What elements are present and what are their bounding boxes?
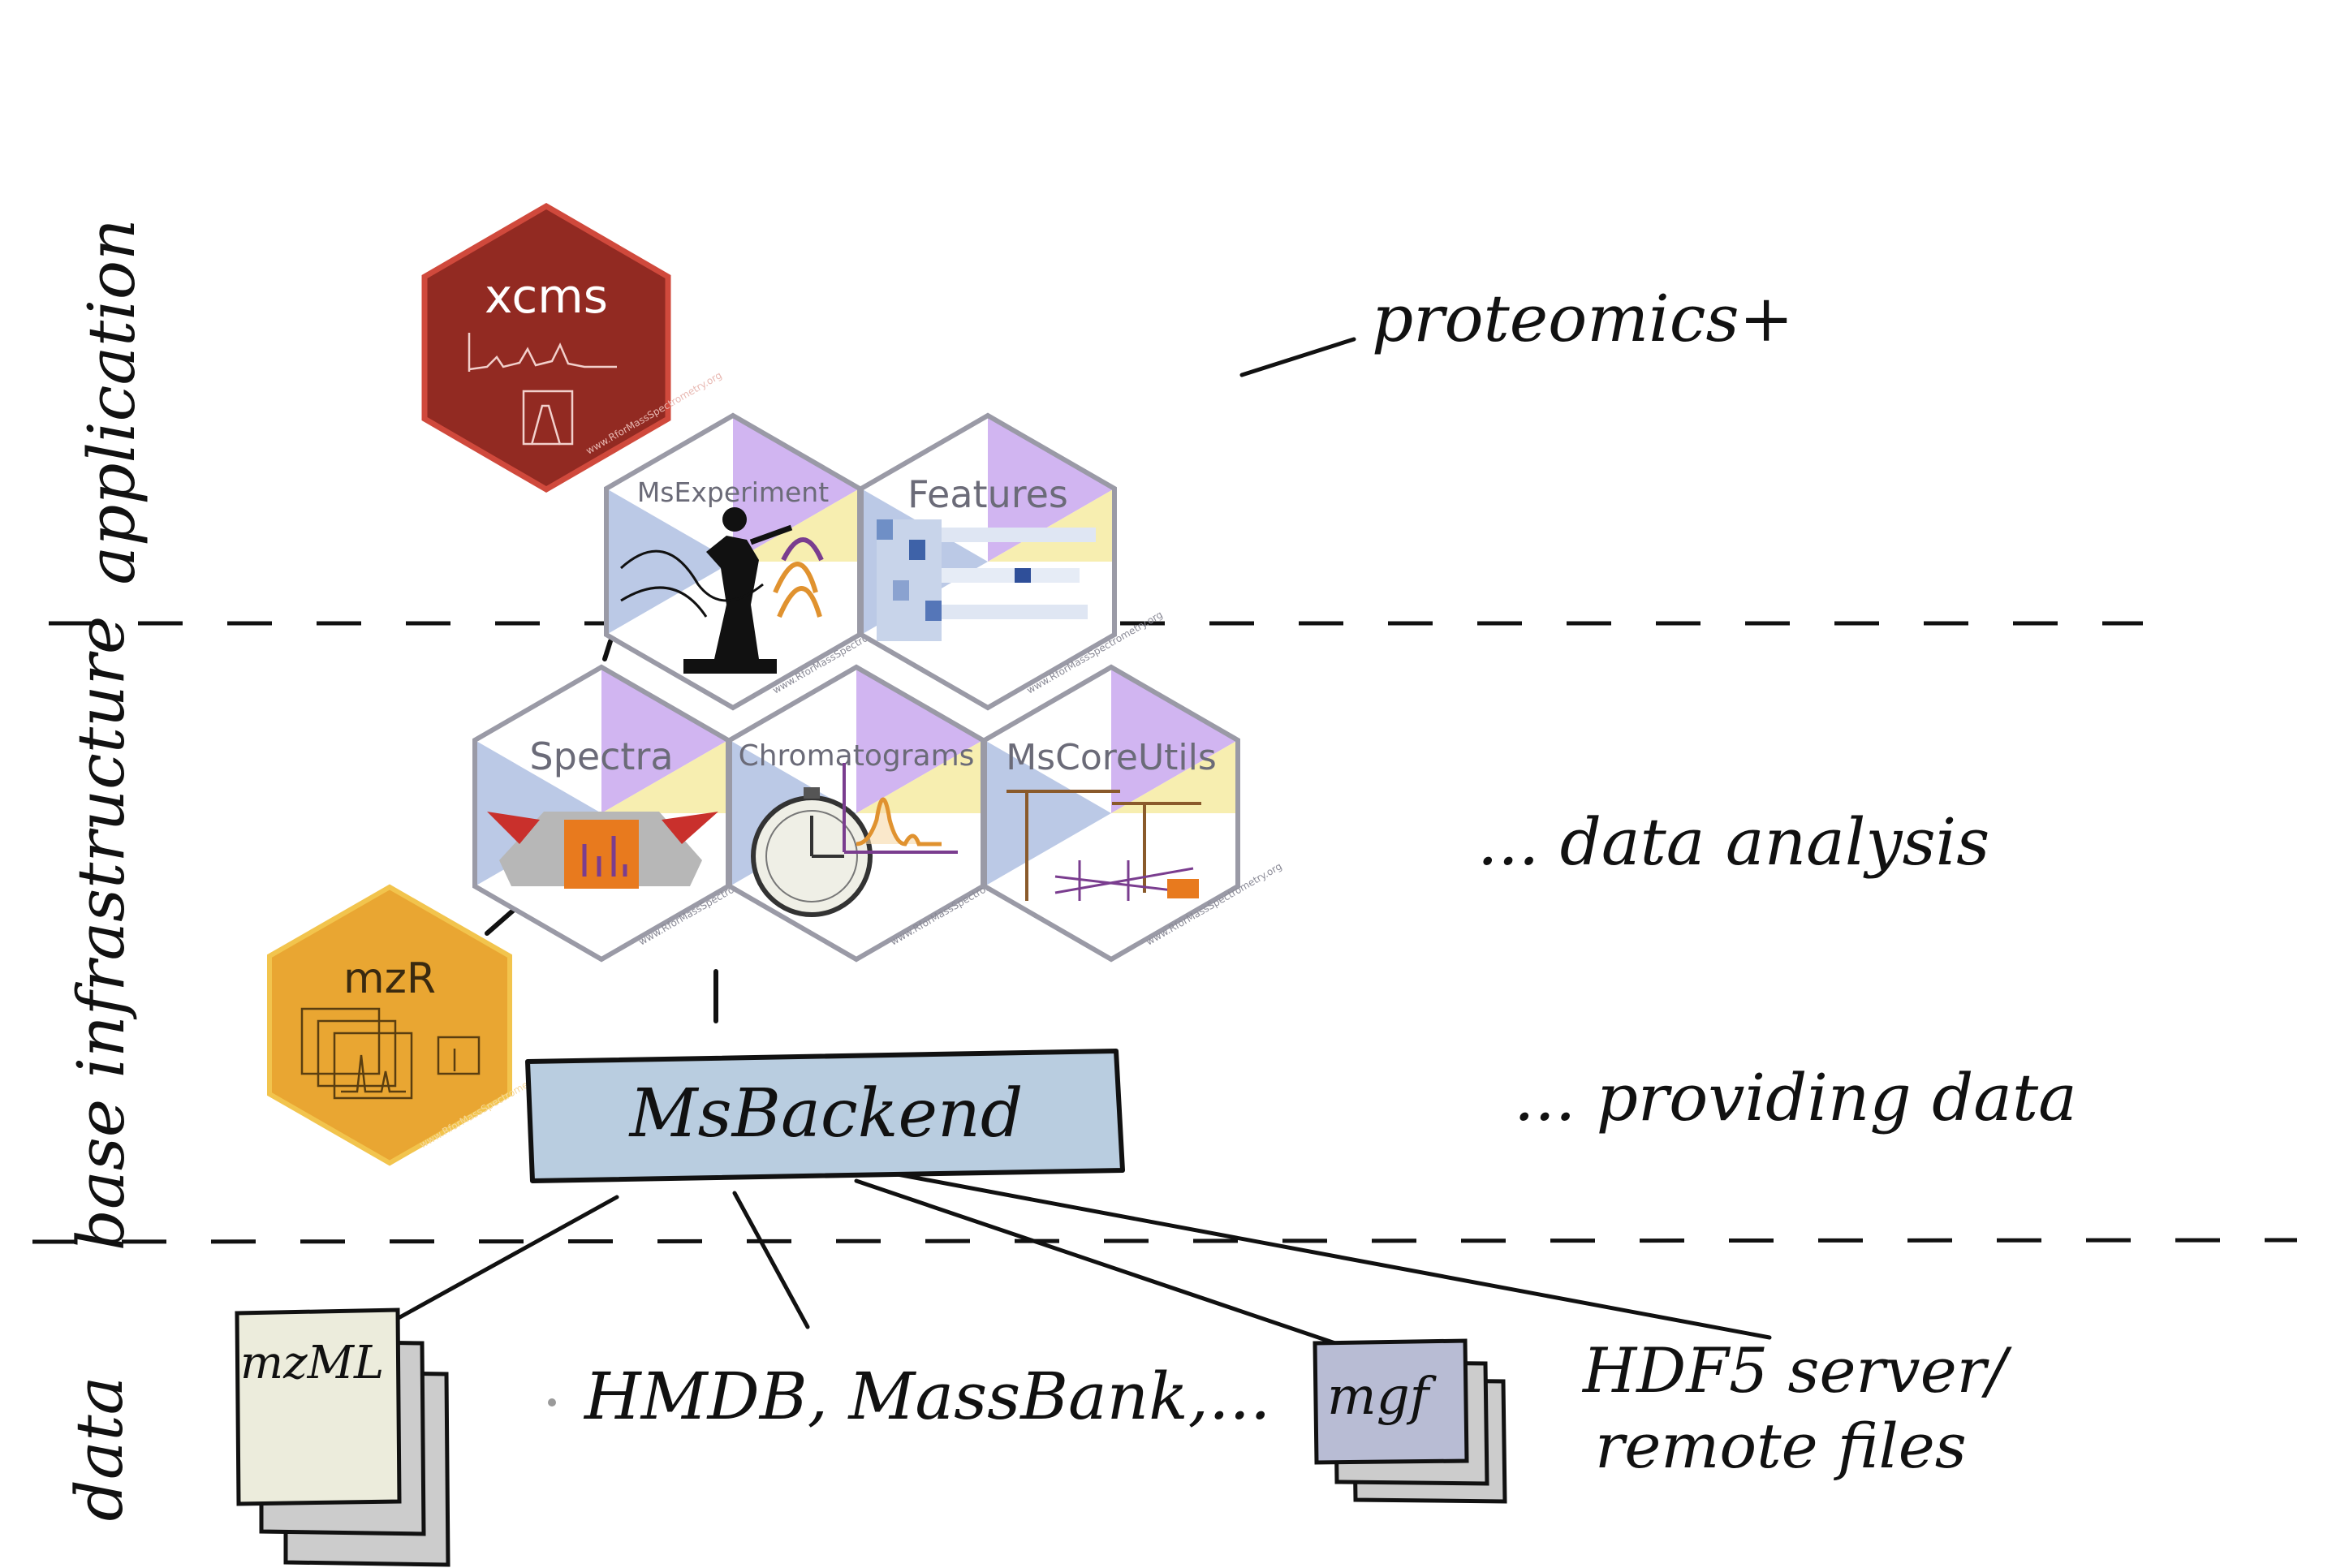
crane-icon bbox=[1007, 790, 1201, 901]
conductor-icon bbox=[619, 507, 824, 674]
annotation-data-analysis: ... data analysis bbox=[1477, 804, 1989, 880]
stopwatch-icon bbox=[751, 763, 958, 917]
layer-label-data: data bbox=[62, 1376, 137, 1522]
layer-label-application: application bbox=[74, 218, 149, 584]
xcms-label: xcms bbox=[485, 269, 608, 324]
mscoreutils-label: MsCoreUtils bbox=[1006, 737, 1217, 778]
msbackend-box: MsBackend bbox=[525, 1049, 1125, 1183]
xcms-plot-icon bbox=[468, 333, 617, 446]
connector-msexperiment-spectra bbox=[602, 639, 613, 661]
hmdb-massbank-label: HMDB, MassBank,... bbox=[583, 1359, 1270, 1434]
hmdb-bullet-dot bbox=[548, 1398, 556, 1406]
mzml-label: mzML bbox=[240, 1337, 384, 1389]
msexperiment-label: MsExperiment bbox=[637, 476, 829, 508]
annotation-proteomics: proteomics+ bbox=[1372, 281, 1794, 356]
spectra-label: Spectra bbox=[529, 734, 673, 778]
chromatograms-hex: Chromatograms www.RforMassSpectrometry.o… bbox=[727, 664, 1028, 963]
chromatograms-label: Chromatograms bbox=[739, 739, 975, 773]
layer-label-base-infrastructure: base infrastructure bbox=[63, 616, 139, 1251]
mzr-hex: mzR www.RforMassSpectrometry.org bbox=[267, 884, 558, 1166]
mscoreutils-hex: MsCoreUtils www.RforMassSpectrometry.org bbox=[982, 664, 1284, 963]
connector-backend-mgf bbox=[854, 1178, 1338, 1346]
connector-backend-hmdb bbox=[732, 1191, 810, 1329]
mgf-label: mgf bbox=[1327, 1367, 1438, 1427]
connector-backend-mzml bbox=[387, 1195, 619, 1325]
heatmap-icon bbox=[877, 519, 1096, 641]
hdf5-label-line1: HDF5 server/ bbox=[1581, 1334, 2012, 1406]
msexperiment-hex: MsExperiment www.RforMassSpectrometry.or… bbox=[604, 412, 911, 711]
msbackend-label: MsBackend bbox=[628, 1075, 1024, 1152]
features-hex: Features www.RforMassSpectrometry.org bbox=[859, 412, 1165, 711]
proteomics-dash bbox=[1239, 337, 1356, 377]
mgf-file-stack: mgf bbox=[1313, 1338, 1507, 1504]
hdf5-label-line2: remote files bbox=[1595, 1410, 1967, 1482]
mzml-file-stack: mzML bbox=[235, 1307, 450, 1567]
mzr-label: mzR bbox=[343, 954, 436, 1003]
features-label: Features bbox=[907, 472, 1068, 516]
connector-backend-hdf5 bbox=[886, 1170, 1772, 1340]
spectra-stack-icon bbox=[300, 1007, 481, 1100]
superhero-icon bbox=[487, 812, 718, 889]
separator-infrastructure-data bbox=[32, 1238, 2298, 1244]
annotation-providing-data: ... providing data bbox=[1514, 1060, 2077, 1135]
